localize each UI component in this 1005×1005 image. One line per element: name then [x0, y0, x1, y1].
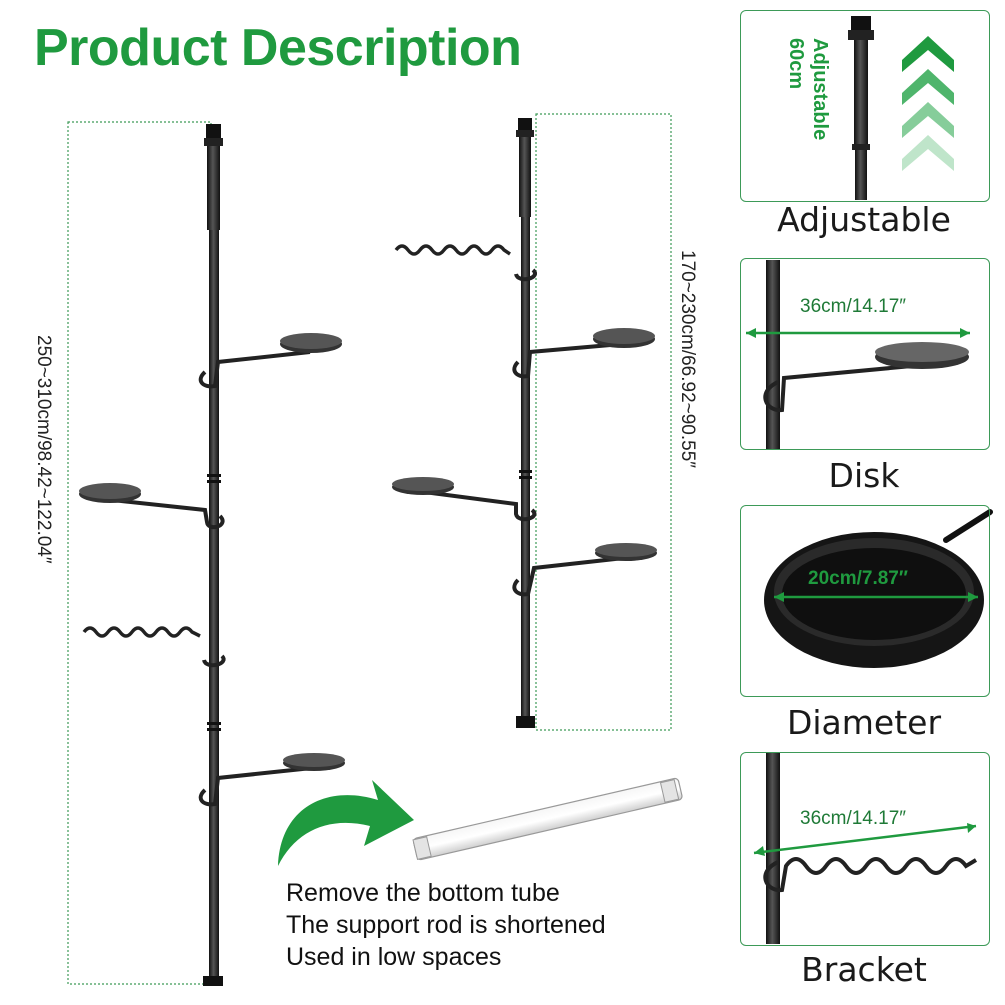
- adjustable-caption: Adjustable: [777, 200, 951, 239]
- note-line: Used in low spaces: [286, 943, 502, 971]
- diameter-panel: [740, 505, 990, 697]
- adjustable-panel-art: [848, 16, 954, 200]
- note-line: Remove the bottom tube: [286, 879, 560, 907]
- curved-arrow-icon: [278, 780, 414, 866]
- removal-notes: Remove the bottom tube The support rod i…: [286, 877, 606, 973]
- left-height-frame: [67, 121, 212, 985]
- left-height-label: 250~310cm/98.42~122.04″: [33, 335, 54, 564]
- up-chevrons-icon: [902, 36, 954, 171]
- right-height-frame: [535, 113, 672, 731]
- disk-dimension: 36cm/14.17″: [800, 296, 907, 317]
- diameter-dimension: 20cm/7.87″: [808, 568, 908, 589]
- diameter-panel-art: [764, 509, 993, 668]
- disk-caption: Disk: [828, 456, 900, 495]
- bottom-tube-illustration: [412, 777, 683, 861]
- right-pole: [392, 118, 657, 728]
- note-line: The support rod is shortened: [286, 911, 606, 939]
- bracket-panel-art: [753, 752, 978, 944]
- page-title: Product Description: [34, 19, 522, 77]
- adjustable-panel: [740, 10, 990, 202]
- diameter-caption: Diameter: [786, 703, 942, 742]
- right-height-label: 170~230cm/66.92~90.55″: [677, 250, 698, 469]
- bracket-panel: [740, 752, 990, 946]
- left-pole: [79, 124, 345, 986]
- adjustable-60cm-label: Adjustable 60cm: [785, 38, 831, 141]
- bracket-dimension: 36cm/14.17″: [800, 808, 907, 829]
- disk-panel-art: [746, 260, 970, 450]
- bracket-caption: Bracket: [801, 950, 927, 989]
- disk-panel: [740, 258, 990, 450]
